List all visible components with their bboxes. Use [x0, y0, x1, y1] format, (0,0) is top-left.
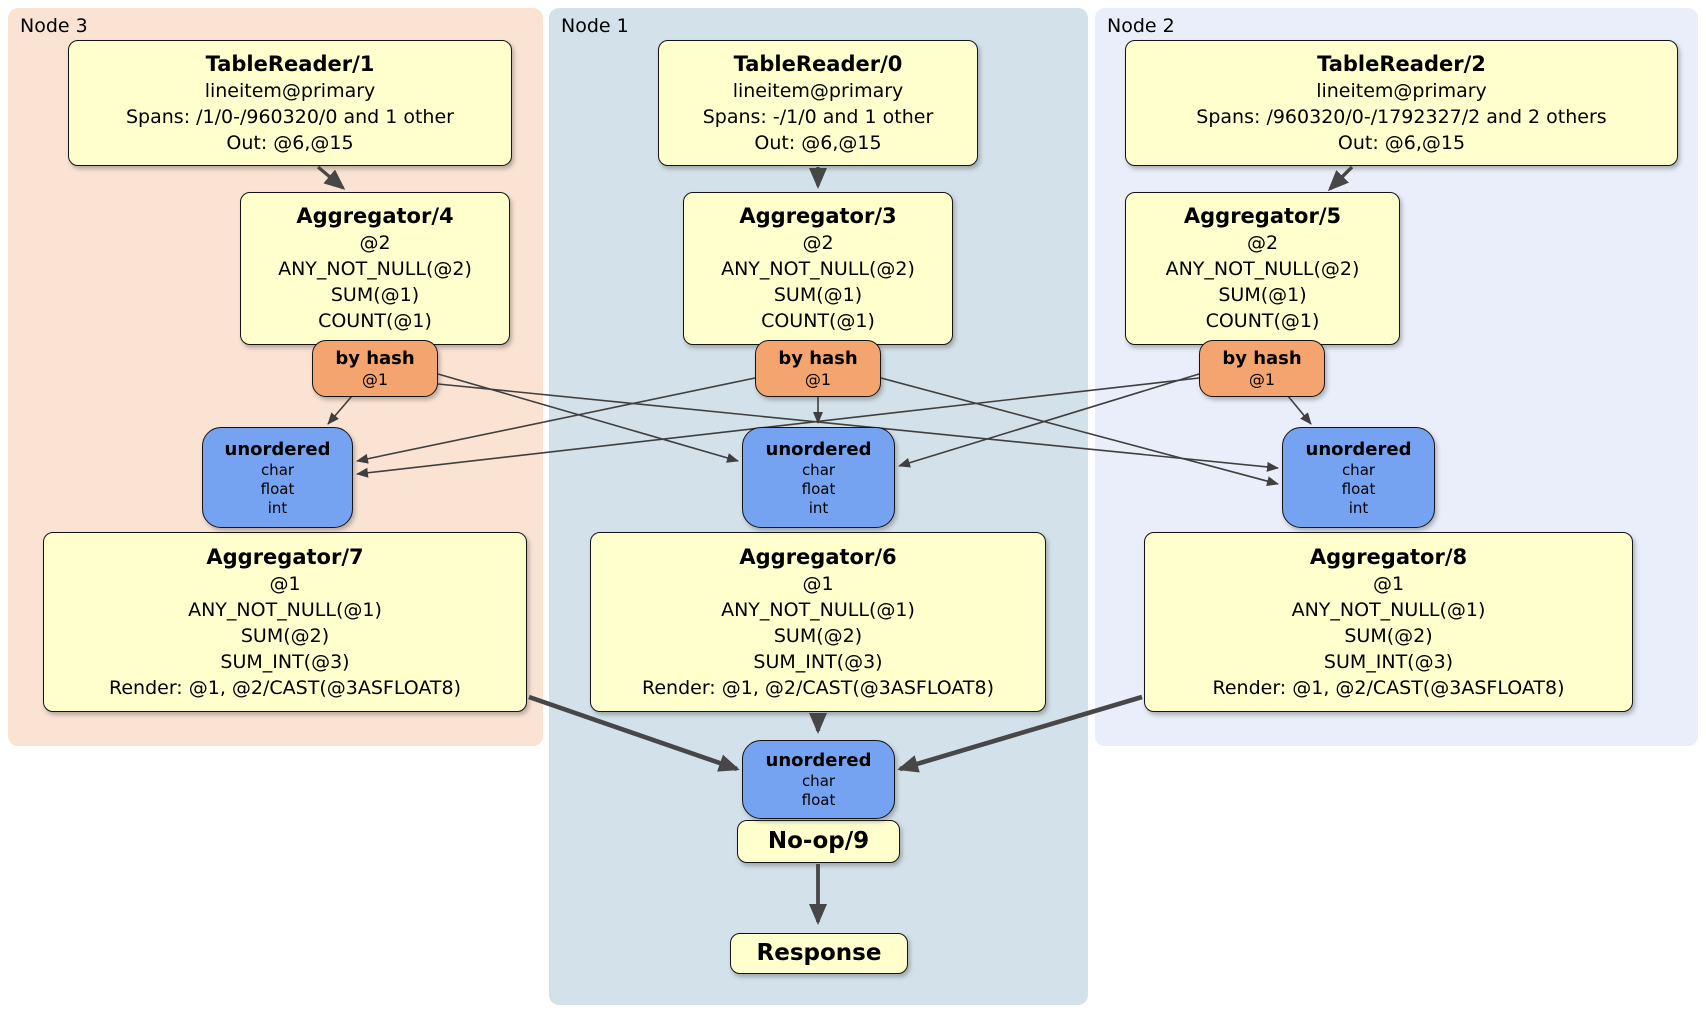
- box-line: float: [801, 791, 836, 809]
- box-line: @2: [1246, 232, 1279, 254]
- box-title: by hash: [1222, 347, 1302, 369]
- box-line: SUM(@2): [773, 624, 863, 647]
- box-line: Spans: -/1/0 and 1 other: [702, 105, 934, 128]
- box-line: @1: [1372, 572, 1405, 595]
- box-line: Spans: /1/0-/960320/0 and 1 other: [126, 105, 454, 128]
- box-line: SUM(@1): [773, 284, 863, 306]
- box-line: @1: [269, 572, 301, 595]
- box-tablereader-1: TableReader/1 lineitem@primary Spans: /1…: [68, 40, 512, 166]
- box-line: int: [808, 498, 829, 517]
- box-line: COUNT(@1): [1205, 310, 1320, 332]
- box-title: TableReader/0: [733, 51, 903, 76]
- box-line: int: [1348, 498, 1369, 517]
- box-line: @1: [361, 369, 389, 389]
- hash-router-node2: by hash @1: [1199, 340, 1325, 397]
- box-title: Aggregator/3: [739, 204, 897, 228]
- box-line: @2: [359, 232, 391, 254]
- box-title: by hash: [778, 347, 858, 369]
- box-title: Aggregator/7: [206, 544, 364, 569]
- box-line: COUNT(@1): [761, 310, 875, 332]
- panel-label-node1: Node 1: [561, 15, 629, 37]
- box-title: unordered: [224, 438, 331, 460]
- box-line: ANY_NOT_NULL(@2): [1165, 258, 1360, 280]
- box-title: Aggregator/6: [739, 544, 897, 569]
- box-line: ANY_NOT_NULL(@2): [721, 258, 915, 280]
- box-line: lineitem@primary: [732, 79, 904, 102]
- box-title: No-op/9: [767, 828, 870, 854]
- box-line: ANY_NOT_NULL(@2): [278, 258, 472, 280]
- box-title: Aggregator/5: [1183, 204, 1342, 228]
- box-line: @2: [802, 232, 834, 254]
- sync-unordered-node2: unordered char float int: [1282, 427, 1435, 528]
- box-line: ANY_NOT_NULL(@1): [188, 598, 382, 621]
- box-line: ANY_NOT_NULL(@1): [721, 598, 915, 621]
- box-line: lineitem@primary: [204, 79, 376, 102]
- box-line: Out: @6,@15: [754, 131, 882, 154]
- box-line: float: [1341, 479, 1376, 498]
- box-aggregator-3: Aggregator/3 @2 ANY_NOT_NULL(@2) SUM(@1)…: [683, 192, 953, 345]
- box-title: unordered: [765, 750, 872, 771]
- sync-unordered-node1: unordered char float int: [742, 427, 895, 528]
- box-title: by hash: [335, 347, 415, 369]
- sync-unordered-final: unordered char float: [742, 740, 895, 819]
- box-line: Out: @6,@15: [1337, 131, 1466, 154]
- box-tablereader-0: TableReader/0 lineitem@primary Spans: -/…: [658, 40, 978, 166]
- hash-router-node3: by hash @1: [312, 340, 438, 397]
- box-title: Response: [756, 940, 882, 966]
- box-line: SUM(@2): [1344, 624, 1433, 647]
- box-line: SUM(@1): [1218, 284, 1307, 306]
- box-line: Out: @6,@15: [226, 131, 354, 154]
- box-line: char: [1341, 460, 1376, 479]
- box-line: SUM(@2): [240, 624, 330, 647]
- box-line: float: [801, 479, 836, 498]
- box-line: SUM_INT(@3): [220, 650, 350, 673]
- box-line: Render: @1, @2/CAST(@3ASFLOAT8): [1212, 676, 1565, 699]
- box-line: Render: @1, @2/CAST(@3ASFLOAT8): [109, 676, 461, 699]
- box-aggregator-5: Aggregator/5 @2 ANY_NOT_NULL(@2) SUM(@1)…: [1125, 192, 1400, 345]
- box-response: Response: [730, 933, 908, 974]
- box-line: char: [801, 772, 836, 790]
- box-title: TableReader/1: [205, 51, 375, 76]
- box-line: lineitem@primary: [1316, 79, 1487, 102]
- box-aggregator-7: Aggregator/7 @1 ANY_NOT_NULL(@1) SUM(@2)…: [43, 532, 527, 712]
- box-line: SUM_INT(@3): [1323, 650, 1454, 673]
- box-line: char: [260, 460, 295, 479]
- box-aggregator-8: Aggregator/8 @1 ANY_NOT_NULL(@1) SUM(@2)…: [1144, 532, 1633, 712]
- panel-label-node3: Node 3: [20, 15, 88, 37]
- box-title: unordered: [765, 438, 872, 460]
- hash-router-node1: by hash @1: [755, 340, 881, 397]
- box-line: @1: [802, 572, 834, 595]
- box-line: ANY_NOT_NULL(@1): [1291, 598, 1486, 621]
- panel-label-node2: Node 2: [1107, 15, 1175, 37]
- sync-unordered-node3: unordered char float int: [202, 427, 353, 528]
- box-title: Aggregator/4: [296, 204, 454, 228]
- box-line: SUM(@1): [330, 284, 420, 306]
- box-tablereader-2: TableReader/2 lineitem@primary Spans: /9…: [1125, 40, 1678, 166]
- box-line: @1: [1248, 369, 1276, 389]
- box-line: int: [267, 498, 288, 517]
- box-aggregator-4: Aggregator/4 @2 ANY_NOT_NULL(@2) SUM(@1)…: [240, 192, 510, 345]
- box-noop-9: No-op/9: [737, 820, 900, 863]
- box-line: @1: [804, 369, 832, 389]
- box-line: Spans: /960320/0-/1792327/2 and 2 others: [1196, 105, 1607, 128]
- box-line: Render: @1, @2/CAST(@3ASFLOAT8): [642, 676, 994, 699]
- box-line: float: [260, 479, 295, 498]
- box-line: SUM_INT(@3): [753, 650, 883, 673]
- box-aggregator-6: Aggregator/6 @1 ANY_NOT_NULL(@1) SUM(@2)…: [590, 532, 1046, 712]
- box-line: COUNT(@1): [318, 310, 432, 332]
- box-title: Aggregator/8: [1309, 544, 1468, 569]
- box-title: unordered: [1305, 438, 1412, 460]
- box-title: TableReader/2: [1317, 51, 1486, 76]
- box-line: char: [801, 460, 836, 479]
